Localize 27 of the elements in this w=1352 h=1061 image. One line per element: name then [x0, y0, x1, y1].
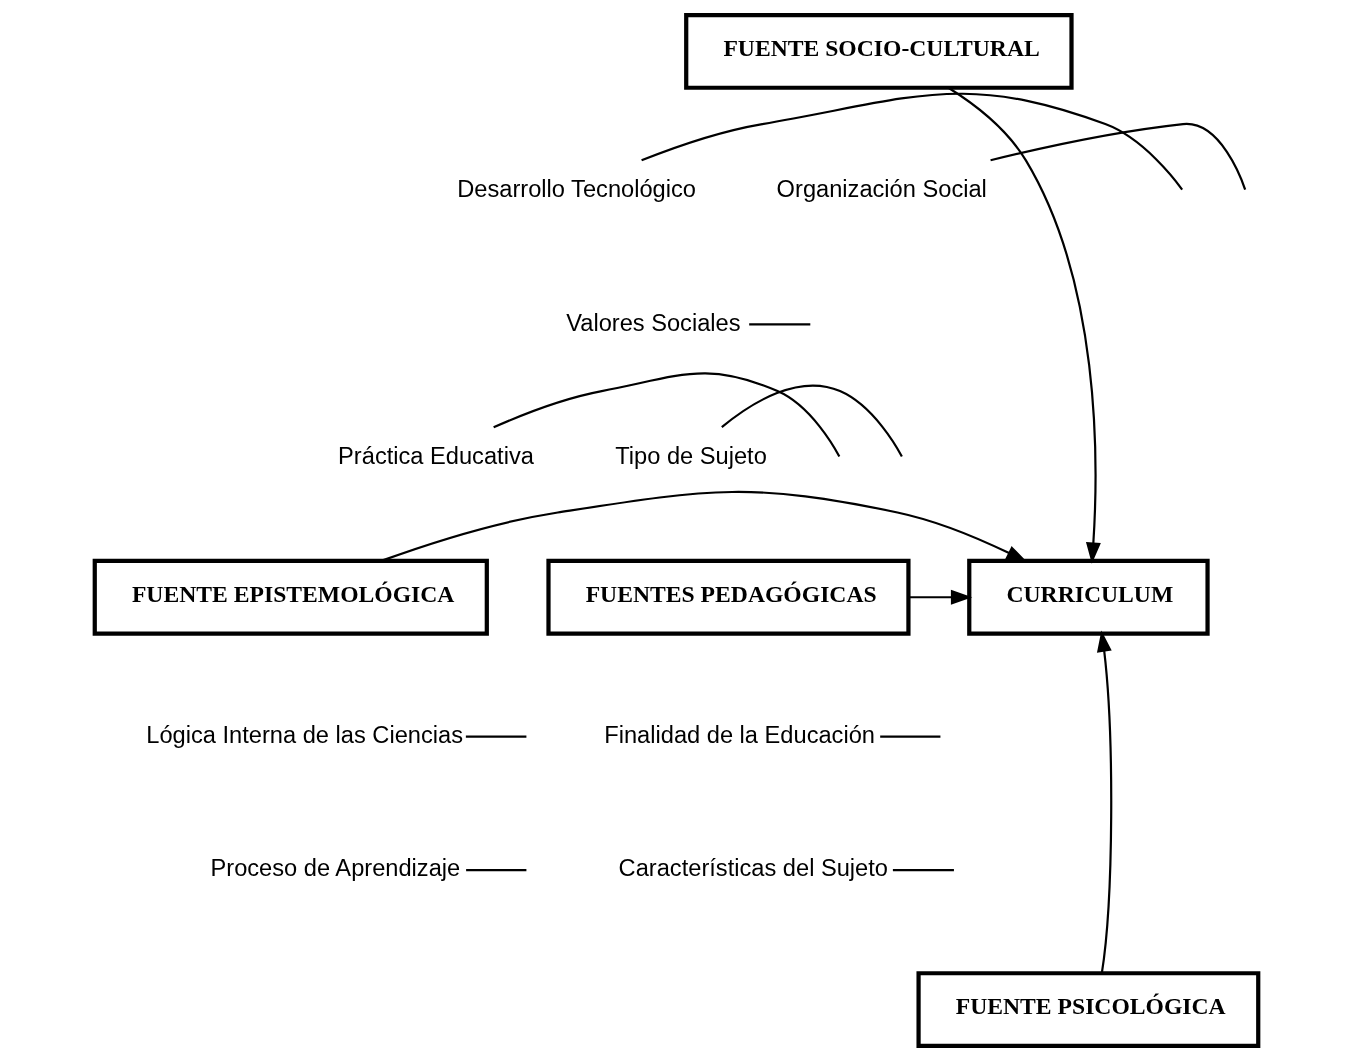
connector: [748, 323, 810, 326]
arrow: [907, 589, 972, 605]
connector: [492, 372, 840, 458]
connector: [465, 735, 526, 738]
node-box: FUENTE EPISTEMOLÓGICA: [92, 558, 489, 636]
connector: [989, 123, 1246, 190]
node-text: Desarrollo Tecnológico: [456, 176, 696, 203]
connector: [465, 869, 526, 872]
node-box: CURRICULUM: [966, 558, 1210, 636]
node-text: Valores Sociales: [565, 309, 741, 336]
connector: [892, 869, 954, 872]
arrow: [380, 491, 1027, 563]
connector: [720, 384, 903, 458]
arrow: [1096, 630, 1112, 974]
node-text: Proceso de Aprendizaje: [210, 855, 460, 882]
node-text: Finalidad de la Educación: [603, 721, 875, 748]
node-text: Características del Sujeto: [618, 855, 888, 882]
connector: [879, 735, 940, 738]
node-text: Lógica Interna de las Ciencias: [145, 721, 463, 748]
connector: [640, 92, 1183, 191]
arrow: [947, 87, 1101, 564]
node-box: FUENTE PSICOLÓGICA: [915, 971, 1260, 1048]
node-box: FUENTES PEDAGÓGICAS: [545, 558, 911, 636]
node-text: Práctica Educativa: [337, 443, 534, 470]
node-box: FUENTE SOCIO-CULTURAL: [683, 13, 1074, 90]
node-text: Organización Social: [776, 176, 987, 203]
node-text: Tipo de Sujeto: [614, 443, 767, 470]
